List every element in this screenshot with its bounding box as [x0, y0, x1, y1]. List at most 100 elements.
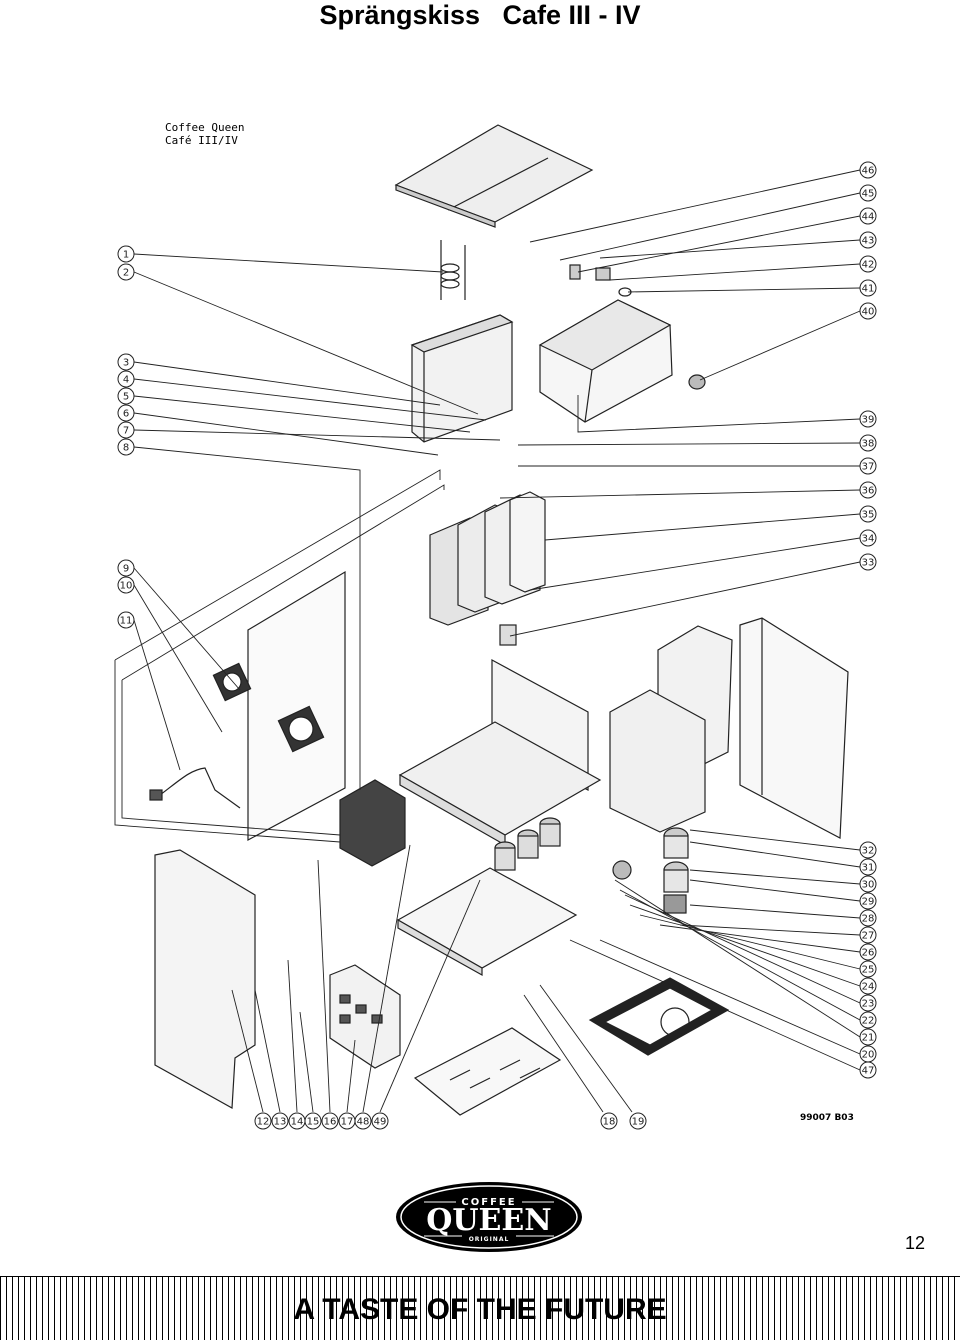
side-panel	[739, 617, 849, 839]
part-callout: 16	[321, 1112, 339, 1130]
part-callout: 45	[859, 184, 877, 202]
part-callout: 49	[371, 1112, 389, 1130]
part-callout: 22	[859, 1011, 877, 1029]
callout-circle	[859, 960, 877, 978]
part-callout: 42	[859, 255, 877, 273]
callout-number: 11	[120, 616, 133, 627]
callout-circle	[600, 1112, 618, 1130]
callout-circle	[859, 926, 877, 944]
part-callout: 7	[117, 421, 135, 439]
callout-number: 26	[862, 948, 875, 959]
callout-number: 9	[123, 564, 129, 575]
part-callout: 33	[859, 553, 877, 571]
callout-circle	[859, 977, 877, 995]
logo-main-text: QUEEN	[426, 1203, 551, 1238]
callout-circle	[859, 875, 877, 893]
callout-circle	[859, 231, 877, 249]
diagram-label-line2: Café III/IV	[165, 134, 238, 147]
callout-number: 20	[862, 1050, 875, 1061]
part-callout: 8	[117, 438, 135, 456]
part-callout: 20	[859, 1045, 877, 1063]
callout-circle	[117, 387, 135, 405]
part-callout: 47	[859, 1061, 877, 1079]
footer-slogan: A TASTE OF THE FUTURE	[293, 1293, 667, 1326]
part-callout: 3	[117, 353, 135, 371]
callout-number: 36	[862, 486, 875, 497]
callout-number: 12	[257, 1117, 270, 1128]
callout-number: 29	[862, 897, 875, 908]
callout-number: 30	[862, 880, 875, 891]
callout-number: 16	[324, 1117, 337, 1128]
callout-circle	[117, 576, 135, 594]
callout-circle	[321, 1112, 339, 1130]
callout-circle	[117, 370, 135, 388]
callout-number: 38	[862, 439, 875, 450]
callout-number: 21	[862, 1033, 875, 1044]
callout-number: 43	[862, 236, 875, 247]
part-callout: 31	[859, 858, 877, 876]
callout-number: 14	[291, 1117, 304, 1128]
callout-number: 13	[274, 1117, 287, 1128]
part-callout: 10	[117, 576, 135, 594]
callout-circle	[117, 263, 135, 281]
part-callout: 23	[859, 994, 877, 1012]
callout-number: 33	[862, 558, 875, 569]
callout-circle	[859, 1028, 877, 1046]
callout-circle	[859, 457, 877, 475]
callout-number: 35	[862, 510, 875, 521]
callout-circle	[859, 279, 877, 297]
callout-circle	[117, 611, 135, 629]
callout-number: 18	[603, 1117, 616, 1128]
callout-number: 23	[862, 999, 875, 1010]
part-callout: 28	[859, 909, 877, 927]
drawing-number: 99007 B03	[800, 1113, 854, 1123]
relay-board	[329, 964, 401, 1069]
front-door	[154, 849, 256, 1109]
rear-panel	[247, 570, 346, 842]
part-callout: 29	[859, 892, 877, 910]
callout-number: 45	[862, 189, 875, 200]
callout-number: 40	[862, 307, 875, 318]
part-callout: 13	[271, 1112, 289, 1130]
logo-bottom-text: ORIGINAL	[469, 1236, 510, 1243]
diagram-label-line1: Coffee Queen	[165, 121, 245, 134]
callout-number: 44	[862, 212, 875, 223]
callout-number: 7	[123, 426, 129, 437]
callout-circle	[117, 421, 135, 439]
callout-number: 10	[120, 581, 133, 592]
callout-circle	[859, 994, 877, 1012]
part-callout: 14	[288, 1112, 306, 1130]
callout-number: 4	[123, 375, 129, 386]
part-callout: 15	[304, 1112, 322, 1130]
callout-number: 3	[123, 358, 129, 369]
callout-number: 37	[862, 462, 875, 473]
leader-lines	[114, 169, 861, 1113]
part-callout: 21	[859, 1028, 877, 1046]
callout-number: 15	[307, 1117, 320, 1128]
part-callout: 19	[629, 1112, 647, 1130]
callout-circle	[859, 943, 877, 961]
callout-number: 27	[862, 931, 875, 942]
part-callout: 38	[859, 434, 877, 452]
callout-number: 31	[862, 863, 875, 874]
callout-circle	[859, 481, 877, 499]
callout-number: 48	[357, 1117, 370, 1128]
part-callout: 11	[117, 611, 135, 629]
part-callout: 12	[254, 1112, 272, 1130]
part-callout: 24	[859, 977, 877, 995]
part-callout: 27	[859, 926, 877, 944]
callout-circle	[859, 529, 877, 547]
callout-circle	[859, 410, 877, 428]
callout-number: 2	[123, 268, 129, 279]
part-callout: 25	[859, 960, 877, 978]
part-callout: 41	[859, 279, 877, 297]
callout-circle	[859, 302, 877, 320]
logo-top-text: COFFEE	[461, 1197, 516, 1208]
callout-number: 17	[341, 1117, 354, 1128]
canister-4	[509, 491, 546, 593]
part-callout: 37	[859, 457, 877, 475]
part-callout: 17	[338, 1112, 356, 1130]
part-callout: 1	[117, 245, 135, 263]
part-callout: 2	[117, 263, 135, 281]
